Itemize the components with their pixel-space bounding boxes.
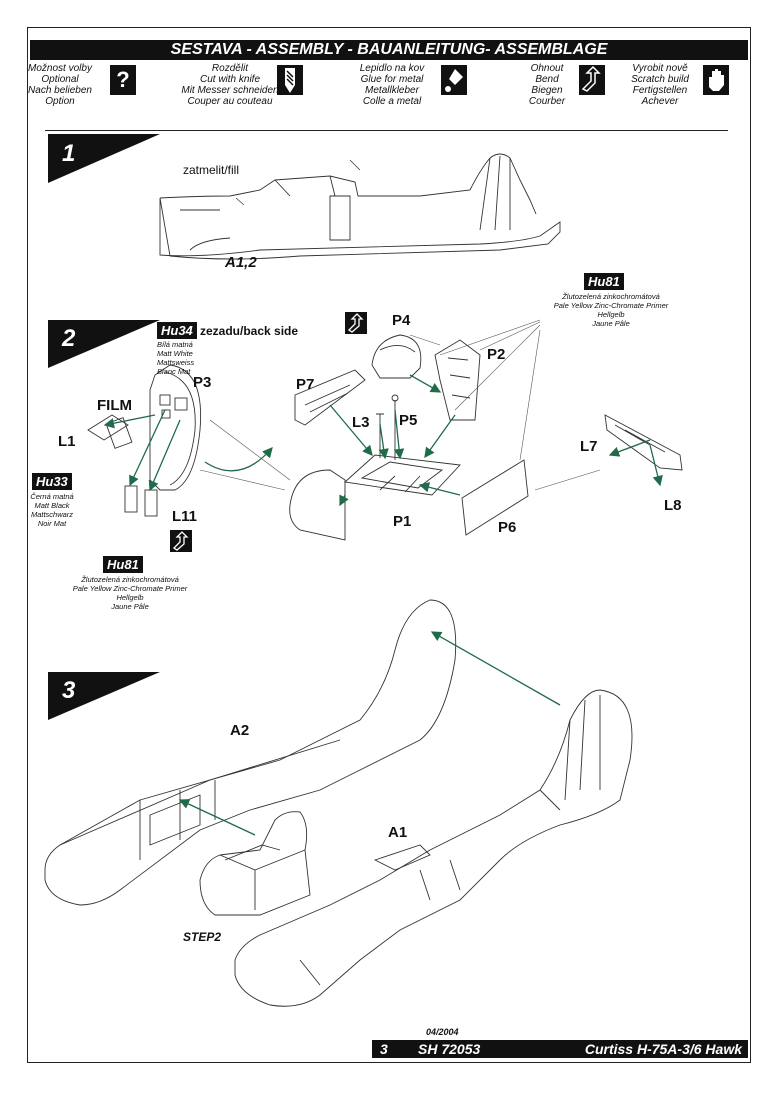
step1-fuselage: [159, 153, 561, 260]
step-1-badge: [48, 134, 160, 183]
step-2-badge: [48, 320, 160, 368]
step3-fuselage: [44, 599, 633, 1007]
step2-arrows: [103, 374, 663, 507]
step2-cockpit-parts: [289, 334, 683, 541]
knife-icon: [277, 65, 303, 95]
label-p7: P7: [296, 376, 315, 393]
hand-icon: [703, 65, 729, 95]
footer-date: 04/2004: [426, 1027, 459, 1037]
step-3-number: 3: [62, 677, 76, 704]
bend-arrow-icon: [579, 65, 605, 95]
step-3-badge: [48, 672, 160, 720]
paint-tag-hu81-left: Hu81: [103, 556, 143, 573]
step2-guide-lines: [199, 319, 601, 491]
label-film: FILM: [97, 397, 132, 414]
kit-code: SH 72053: [418, 1041, 481, 1057]
paint-tag-hu33: Hu33: [32, 473, 72, 490]
kit-title: Curtiss H-75A-3/6 Hawk: [584, 1041, 742, 1057]
paint-tag-hu81-right: Hu81: [584, 273, 624, 290]
label-p1: P1: [393, 513, 412, 530]
label-p4: P4: [392, 312, 411, 329]
bend-arrow-icon: [170, 530, 192, 552]
label-l7: L7: [580, 438, 598, 455]
assembly-header: SESTAVA - ASSEMBLY - BAUANLEITUNG- ASSEM…: [30, 40, 748, 60]
step3-arrows: [178, 631, 561, 836]
label-l11: L11: [172, 508, 198, 525]
page-frame: [27, 27, 751, 1063]
step1-parts-label: A1,2: [225, 254, 257, 271]
label-a1: A1: [388, 824, 408, 841]
label-p6: P6: [498, 519, 517, 536]
label-p2: P2: [487, 346, 506, 363]
fill-note: zatmelit/fill: [183, 163, 240, 177]
step-2-number: 2: [62, 325, 76, 352]
back-side-label: zezadu/back side: [200, 324, 299, 338]
paint-tag-hu34: Hu34: [157, 322, 197, 339]
label-p3: P3: [193, 374, 212, 391]
divider-top: [45, 130, 728, 131]
glue-bottle-icon: [441, 65, 467, 95]
label-p5: P5: [399, 412, 418, 429]
label-l8: L8: [664, 497, 682, 514]
bend-arrow-icon: [345, 312, 367, 334]
footer-bar: [372, 1040, 748, 1058]
step-1-number: 1: [62, 140, 76, 167]
question-mark-icon: ?: [110, 65, 136, 95]
label-l3: L3: [352, 414, 370, 431]
label-l1: L1: [58, 433, 76, 450]
label-step2-ref: STEP2: [183, 930, 222, 944]
step2-instrument-panel: [87, 364, 202, 517]
label-a2: A2: [230, 722, 250, 739]
page-number: 3: [380, 1041, 388, 1057]
spacer: [120, 295, 130, 296]
